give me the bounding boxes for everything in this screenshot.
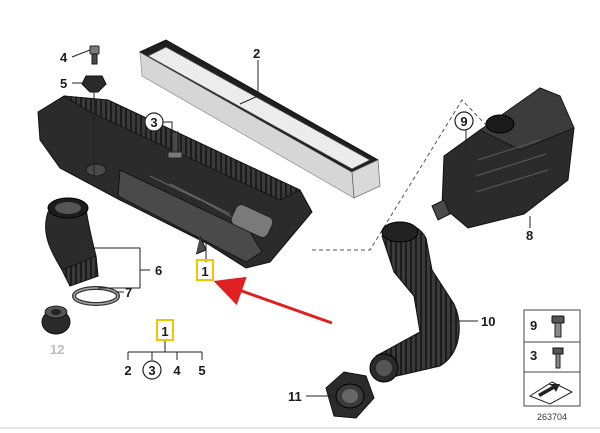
- rubber-boot-part-11: [325, 371, 375, 419]
- callout-6: 6: [155, 263, 162, 278]
- callout-1-highlight: [196, 259, 214, 281]
- legend-item-3: 3: [530, 348, 537, 363]
- callout-1-main: 1: [201, 264, 208, 279]
- intake-duct-part-6: [45, 197, 99, 287]
- leader-lines: [71, 49, 531, 397]
- grommet-part-5: [81, 75, 107, 176]
- cap-part-12: [41, 305, 71, 335]
- intake-silencer-housing: [37, 95, 313, 269]
- tree-child-2: 2: [124, 363, 131, 378]
- drawing-number: 263704: [537, 412, 567, 422]
- callout-3-circle: [144, 112, 164, 132]
- legend-screw-icon: [551, 315, 565, 338]
- tree-child-4: 4: [173, 363, 181, 378]
- callout-3: 3: [150, 115, 157, 130]
- callout-7: 7: [125, 285, 132, 300]
- callout-9: 9: [460, 114, 467, 129]
- callout-11: 11: [288, 389, 302, 404]
- red-pointer-arrow: [213, 276, 333, 325]
- callout-9-circle: [454, 111, 474, 131]
- corrugated-pipe-part-10: [369, 221, 460, 383]
- hose-clamp-part-7: [72, 286, 120, 306]
- callout-12: 12: [50, 342, 64, 357]
- tree-child-3: 3: [148, 363, 155, 378]
- legend-catalog-arrow-icon: [528, 381, 574, 405]
- callout-4: 4: [60, 50, 68, 65]
- assembly-tree: 1 2 3 4 5: [124, 319, 206, 380]
- tree-root: 1: [161, 324, 168, 339]
- fastener-legend: 9 3 263704: [523, 309, 581, 422]
- tree-root-highlight: [156, 319, 174, 341]
- legend-bolt-icon: [552, 347, 564, 369]
- callout-2: 2: [253, 46, 260, 61]
- legend-item-9: 9: [530, 318, 537, 333]
- air-filter-element: [138, 39, 381, 199]
- callout-8: 8: [526, 228, 533, 243]
- screw-part-4: [89, 45, 100, 65]
- callout-5: 5: [60, 76, 67, 91]
- screw-part-3: [167, 131, 183, 159]
- intake-silencer-part-8: [431, 87, 575, 229]
- tree-child-5: 5: [198, 363, 205, 378]
- callout-10: 10: [481, 314, 495, 329]
